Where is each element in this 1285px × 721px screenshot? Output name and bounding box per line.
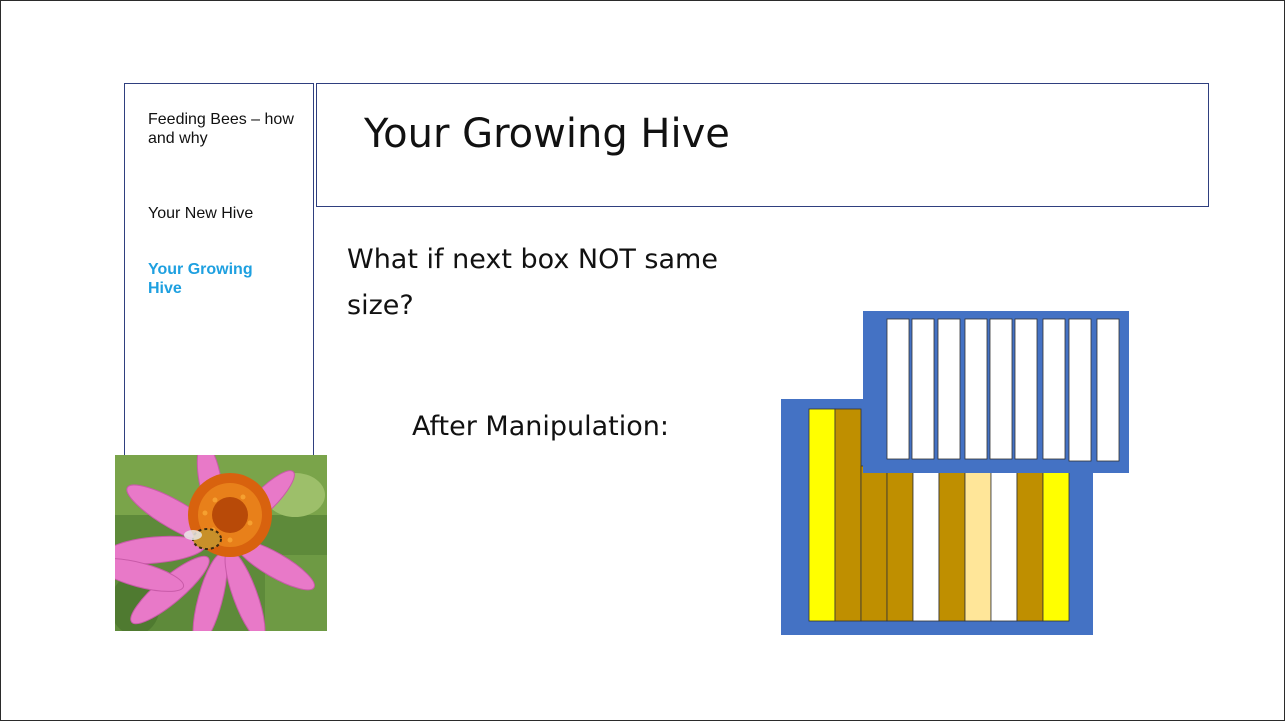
question-text: What if next box NOT same size? [347, 244, 718, 321]
upper-box-frames [886, 318, 1120, 462]
page-title: Your Growing Hive [364, 111, 730, 157]
coneflower-with-bee-photo [115, 455, 327, 631]
after-manipulation-label: After Manipulation: [412, 411, 669, 442]
title-box: Your Growing Hive [316, 83, 1209, 207]
sidebar-item-growing-hive[interactable]: Your Growing Hive [148, 261, 253, 297]
lower-box-frames [808, 408, 1070, 622]
hive-frames-diagram [781, 311, 1129, 635]
sidebar-item-feeding-bees[interactable]: Feeding Bees – how and why [148, 111, 294, 147]
sidebar-item-new-hive[interactable]: Your New Hive [148, 205, 254, 222]
sidebar-nav: Feeding Bees – how and why Your New Hive… [124, 83, 314, 455]
